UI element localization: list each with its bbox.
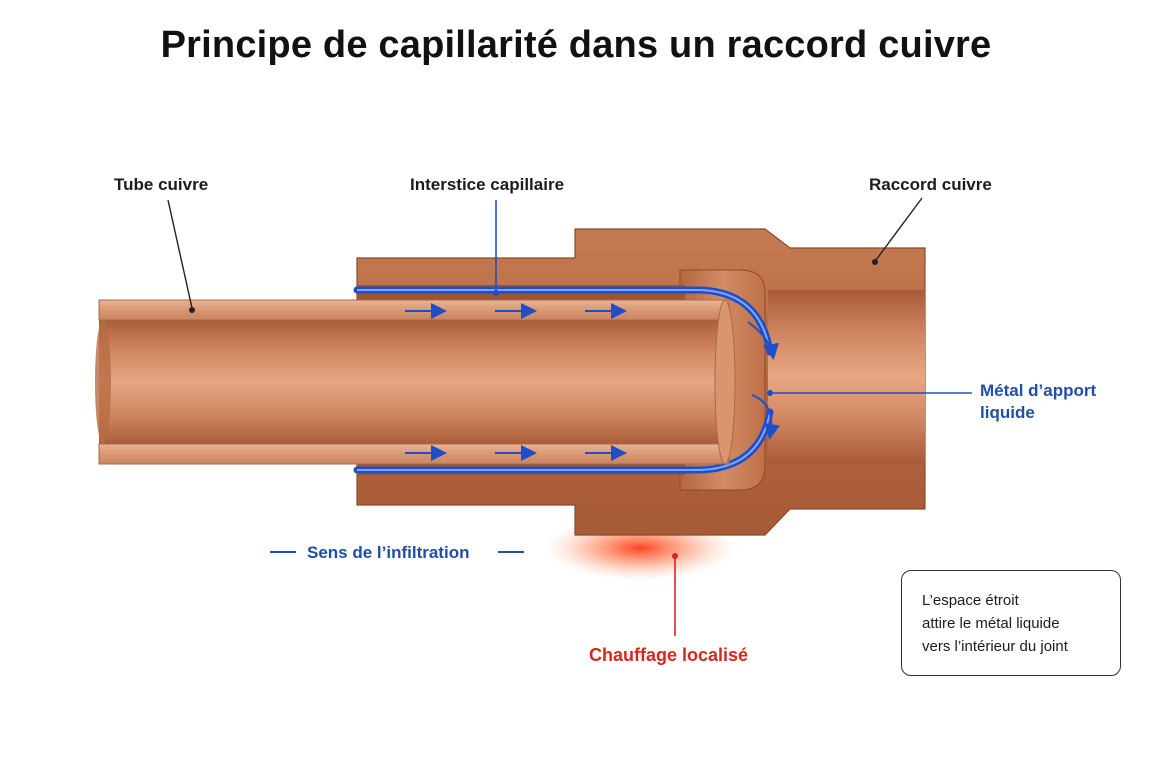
note-box: L’espace étroit attire le métal liquide …	[901, 570, 1121, 676]
label-tube: Tube cuivre	[114, 175, 209, 194]
label-filler: Métal d’apport liquide	[980, 380, 1096, 424]
label-filler-line2: liquide	[980, 403, 1035, 422]
filler-film-top-highlight	[357, 289, 771, 353]
flow-arrow-icon	[747, 321, 779, 360]
flow-arrow-icon	[751, 394, 781, 440]
leader-gap-dot	[493, 290, 499, 296]
leader-heating-dot	[672, 553, 678, 559]
label-fitting: Raccord cuivre	[869, 175, 992, 194]
note-line-2: attire le métal liquide	[922, 615, 1060, 632]
leader-fitting	[875, 197, 923, 261]
tube-bore	[99, 318, 729, 446]
tube-end	[95, 320, 111, 444]
leader-filler-dot	[767, 390, 773, 396]
note-line-1: L’espace étroit	[922, 592, 1019, 609]
leader-tube	[167, 199, 193, 309]
leader-tube-dot	[189, 307, 195, 313]
label-direction: Sens de l’infiltration	[307, 543, 470, 562]
leader-fitting-dot	[872, 259, 878, 265]
note-line-3: vers l’intérieur du joint	[922, 638, 1068, 655]
label-gap: Interstice capillaire	[410, 175, 565, 194]
label-heating: Chauffage localisé	[589, 645, 749, 665]
page-title: Principe de capillarité dans un raccord …	[160, 24, 992, 66]
tube-mouth	[714, 299, 736, 465]
label-filler-line1: Métal d’apport	[980, 381, 1097, 400]
fitting-bore	[768, 290, 925, 464]
